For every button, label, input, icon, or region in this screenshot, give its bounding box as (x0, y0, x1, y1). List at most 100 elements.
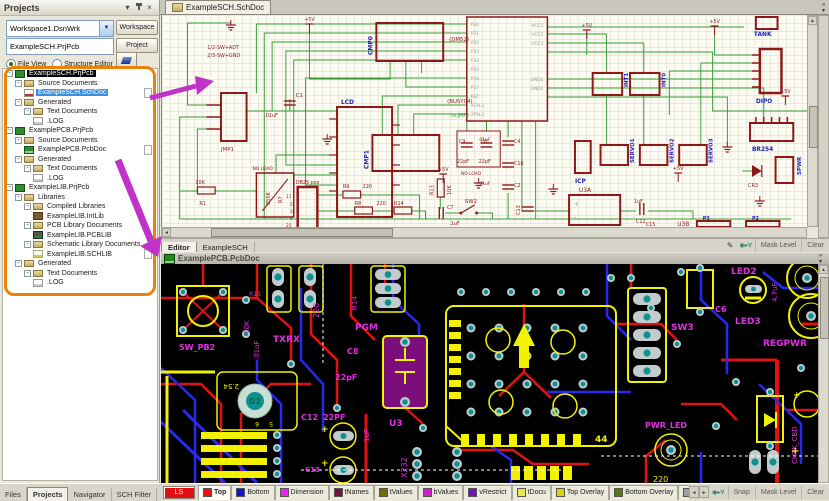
svg-text:855K: 855K (266, 191, 272, 205)
project-button[interactable]: Project (116, 38, 158, 53)
combo-arrow-icon[interactable]: ▼ (99, 21, 113, 36)
tree-item--log[interactable]: .LOG (3, 278, 157, 288)
tree-item-generated[interactable]: -Generated (3, 98, 157, 108)
project-combo[interactable]: ExampleSCH.PrjPcb (6, 38, 114, 55)
expand-icon[interactable]: - (15, 193, 22, 201)
schematic-hscroll-thumb[interactable] (211, 228, 393, 237)
expand-icon[interactable]: - (24, 222, 31, 230)
sch-tab-editor[interactable]: Editor (161, 241, 197, 254)
panel-tab-projects[interactable]: Projects (26, 487, 69, 501)
prj-icon (15, 126, 25, 135)
expand-icon[interactable]: - (24, 241, 31, 249)
tree-item-examplepcb-prjpcb[interactable]: -ExamplePCB.PrjPcb (3, 126, 157, 136)
layer-tab-bvalues[interactable]: bValues (417, 484, 464, 500)
workspace-combo[interactable]: Workspace1.DsnWrk ▼ (6, 20, 114, 37)
tree-item-text-documents[interactable]: -Text Documents (3, 164, 157, 174)
layer-tab-top-overlay[interactable]: Top Overlay (550, 484, 610, 500)
scroll-up-icon[interactable]: ▲ (808, 16, 817, 25)
pcb-pane-more-icon[interactable]: » (818, 252, 823, 259)
cross-probe-icon[interactable]: ◉▸∀ (739, 243, 752, 249)
layer-tab-top[interactable]: Top (198, 484, 232, 500)
pcb-vscroll-thumb[interactable] (820, 277, 829, 339)
expand-icon[interactable]: - (15, 136, 22, 144)
tree-item-libraries[interactable]: -Libraries (3, 193, 157, 203)
pcb-cross-probe-icon[interactable]: ◉▸∀ (712, 489, 725, 496)
layer-scroll-left-icon[interactable]: ◄ (689, 486, 700, 498)
layer-tab-label: tDocu (527, 489, 546, 496)
pcb-document-titlebar[interactable]: ExamplePCB.PcbDoc » ▾ (161, 252, 829, 265)
layer-tab-bottom-overlay[interactable]: Bottom Overlay (609, 484, 679, 500)
pcb-pane-collapse-icon[interactable]: ▾ (818, 258, 822, 265)
layer-set-chip[interactable]: LS (163, 485, 195, 499)
scroll-left-icon[interactable]: ◄ (162, 228, 171, 237)
tree-item-examplepcb-pcbdoc[interactable]: ExamplePCB.PcbDoc (3, 144, 157, 155)
expand-icon[interactable]: - (24, 108, 31, 116)
layer-tab-top-paste[interactable]: Top Paste (678, 484, 690, 500)
snap-button[interactable]: Snap (727, 485, 755, 499)
tree-item-pcb-library-documents[interactable]: -PCB Library Documents (3, 221, 157, 231)
tree-item-compiled-libraries[interactable]: -Compiled Libraries (3, 202, 157, 212)
pcb-scroll-up-icon[interactable]: ▲ (819, 265, 828, 274)
expand-icon[interactable]: - (6, 70, 13, 78)
tree-item-source-documents[interactable]: -Source Documents (3, 79, 157, 89)
svg-text:X232: X232 (400, 457, 409, 478)
expand-icon[interactable]: - (6, 184, 13, 192)
panel-close-icon[interactable]: × (147, 3, 152, 12)
tree-item-text-documents[interactable]: -Text Documents (3, 269, 157, 279)
tree-item-label: ExampleLIB.IntLib (47, 212, 104, 220)
expand-icon[interactable]: - (15, 98, 22, 106)
layer-tab-tdocu[interactable]: tDocu (511, 484, 551, 500)
tree-item-generated[interactable]: -Generated (3, 155, 157, 165)
layer-tab-dimension[interactable]: Dimension (274, 484, 329, 500)
sch-tab-examplesch[interactable]: ExampleSCH (196, 241, 255, 253)
tree-item-examplelib-prjpcb[interactable]: -ExampleLIB.PrjPcb (3, 183, 157, 193)
panel-tab-sch-filter[interactable]: SCH Filter (112, 488, 158, 501)
svg-text:U3A: U3A (579, 187, 592, 194)
tree-item--log[interactable]: .LOG (3, 117, 157, 127)
expand-icon[interactable]: - (15, 260, 22, 268)
tab-examplesch-schdoc[interactable]: ExampleSCH.SchDoc (165, 0, 272, 14)
mask-level-button[interactable]: Mask Level (754, 239, 801, 252)
tree-item-text-documents[interactable]: -Text Documents (3, 107, 157, 117)
schematic-vscrollbar[interactable]: ▲ (807, 15, 818, 227)
layer-scroll-right-icon[interactable]: ► (699, 486, 710, 498)
expand-icon[interactable]: - (15, 79, 22, 87)
tree-item-examplesch-schdoc[interactable]: ExampleSCH.SchDoc (3, 87, 157, 98)
tree-item-examplelib-intlib[interactable]: ExampleLIB.IntLib (3, 212, 157, 222)
panel-tab-files[interactable]: Files (0, 488, 27, 501)
tree-item-source-documents[interactable]: -Source Documents (3, 136, 157, 146)
panel-tab-navigator[interactable]: Navigator (68, 488, 112, 501)
svg-text:+5V: +5V (709, 19, 720, 25)
layer-tab-tvalues[interactable]: tValues (373, 484, 418, 500)
pcb-vscrollbar[interactable]: ▲ (818, 264, 829, 483)
tree-item-examplelib-pcblib[interactable]: ExampleLIB.PCBLIB (3, 231, 157, 241)
pcb-clear-button[interactable]: Clear (801, 485, 829, 499)
expand-icon[interactable]: - (24, 203, 31, 211)
layer-color-icon (555, 488, 565, 497)
expand-icon[interactable]: - (15, 155, 22, 163)
tree-item-examplelib-schlib[interactable]: ExampleLIB.SCHLIB (3, 249, 157, 260)
tree-item--log[interactable]: .LOG (3, 174, 157, 184)
workspace-button[interactable]: Workspace (116, 20, 158, 35)
panel-menu-icon[interactable]: ▾ (125, 3, 130, 12)
layer-tab-tnames[interactable]: tNames (328, 484, 374, 500)
expand-icon[interactable]: - (24, 165, 31, 173)
expand-icon[interactable]: - (24, 269, 31, 277)
clear-button[interactable]: Clear (801, 239, 829, 252)
panel-pin-icon[interactable] (133, 2, 144, 13)
sort-documents-button[interactable] (116, 52, 137, 69)
tree-item-schematic-library-documents[interactable]: -Schematic Library Documents (3, 240, 157, 250)
pane-collapse-icon[interactable]: ▾ (821, 8, 825, 14)
tree-item-generated[interactable]: -Generated (3, 259, 157, 269)
edit-icon[interactable]: ✎ (726, 241, 734, 250)
layer-tab-bottom[interactable]: Bottom (231, 484, 275, 500)
expand-icon[interactable]: - (6, 127, 13, 135)
layer-tab-vrestrict[interactable]: vRestrict (463, 484, 512, 500)
schematic-hscrollbar[interactable]: ◄ (161, 227, 807, 238)
pcb-mask-level-button[interactable]: Mask Level (754, 485, 801, 499)
pane-more-icon[interactable]: » (821, 2, 826, 8)
tree-item-examplesch-prjpcb[interactable]: -ExampleSCH.PrjPcb (3, 69, 157, 79)
schematic-vscroll-thumb[interactable] (809, 106, 818, 148)
